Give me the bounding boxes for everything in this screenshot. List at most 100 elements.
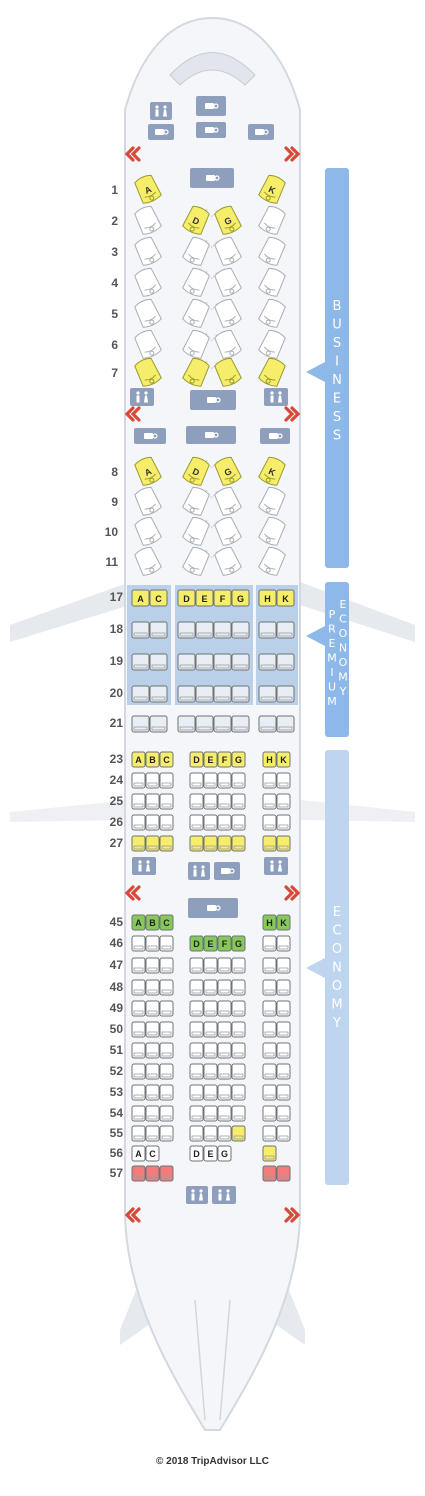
seat-52B[interactable] xyxy=(145,1063,160,1080)
seat-20A[interactable] xyxy=(131,685,150,703)
seat-24A[interactable] xyxy=(131,772,146,789)
seat-56H[interactable] xyxy=(262,1145,277,1162)
seat-6G[interactable] xyxy=(213,328,242,360)
seat-2A[interactable] xyxy=(133,204,162,236)
seat-51D[interactable] xyxy=(189,1042,204,1059)
seat-8A[interactable]: A xyxy=(133,455,162,487)
seat-24C[interactable] xyxy=(159,772,174,789)
seat-24F[interactable] xyxy=(217,772,232,789)
seat-57B[interactable] xyxy=(145,1165,160,1182)
seat-4G[interactable] xyxy=(213,266,242,298)
seat-25D[interactable] xyxy=(189,793,204,810)
seat-18E[interactable] xyxy=(195,621,214,639)
seat-19E[interactable] xyxy=(195,653,214,671)
seat-23E[interactable]: E xyxy=(203,751,218,768)
seat-23H[interactable]: H xyxy=(262,751,277,768)
seat-50E[interactable] xyxy=(203,1021,218,1038)
seat-48K[interactable] xyxy=(276,979,291,996)
seat-47C[interactable] xyxy=(159,957,174,974)
seat-55F[interactable] xyxy=(217,1125,232,1142)
seat-21D[interactable] xyxy=(177,715,196,733)
seat-49H[interactable] xyxy=(262,1000,277,1017)
seat-54H[interactable] xyxy=(262,1105,277,1122)
seat-25B[interactable] xyxy=(145,793,160,810)
seat-46K[interactable] xyxy=(276,935,291,952)
seat-8K[interactable]: K xyxy=(258,455,287,487)
seat-50K[interactable] xyxy=(276,1021,291,1038)
seat-46B[interactable] xyxy=(145,935,160,952)
seat-26B[interactable] xyxy=(145,814,160,831)
seat-52K[interactable] xyxy=(276,1063,291,1080)
seat-3A[interactable] xyxy=(133,235,162,267)
seat-18A[interactable] xyxy=(131,621,150,639)
seat-26A[interactable] xyxy=(131,814,146,831)
seat-45B[interactable]: B xyxy=(145,914,160,931)
seat-24G[interactable] xyxy=(231,772,246,789)
seat-17K[interactable]: K xyxy=(276,589,295,607)
seat-55H[interactable] xyxy=(262,1125,277,1142)
seat-4K[interactable] xyxy=(258,266,287,298)
seat-46C[interactable] xyxy=(159,935,174,952)
seat-3K[interactable] xyxy=(258,235,287,267)
seat-9G[interactable] xyxy=(213,485,242,517)
seat-24D[interactable] xyxy=(189,772,204,789)
seat-54G[interactable] xyxy=(231,1105,246,1122)
seat-26K[interactable] xyxy=(276,814,291,831)
seat-25G[interactable] xyxy=(231,793,246,810)
seat-25H[interactable] xyxy=(262,793,277,810)
seat-46E[interactable]: E xyxy=(203,935,218,952)
seat-49C[interactable] xyxy=(159,1000,174,1017)
seat-53A[interactable] xyxy=(131,1084,146,1101)
seat-56C[interactable]: C xyxy=(145,1145,160,1162)
seat-1A[interactable]: A xyxy=(133,173,162,205)
seat-51B[interactable] xyxy=(145,1042,160,1059)
seat-6A[interactable] xyxy=(133,328,162,360)
seat-8D[interactable]: D xyxy=(182,455,211,487)
seat-18F[interactable] xyxy=(213,621,232,639)
seat-47F[interactable] xyxy=(217,957,232,974)
seat-52H[interactable] xyxy=(262,1063,277,1080)
seat-48F[interactable] xyxy=(217,979,232,996)
seat-27K[interactable] xyxy=(276,835,291,852)
seat-49A[interactable] xyxy=(131,1000,146,1017)
seat-50D[interactable] xyxy=(189,1021,204,1038)
seat-7A[interactable] xyxy=(133,356,162,388)
seat-27C[interactable] xyxy=(159,835,174,852)
seat-57C[interactable] xyxy=(159,1165,174,1182)
seat-52A[interactable] xyxy=(131,1063,146,1080)
seat-19A[interactable] xyxy=(131,653,150,671)
seat-2K[interactable] xyxy=(258,204,287,236)
seat-53F[interactable] xyxy=(217,1084,232,1101)
seat-46H[interactable] xyxy=(262,935,277,952)
seat-53E[interactable] xyxy=(203,1084,218,1101)
seat-48C[interactable] xyxy=(159,979,174,996)
seat-20F[interactable] xyxy=(213,685,232,703)
seat-47B[interactable] xyxy=(145,957,160,974)
seat-52D[interactable] xyxy=(189,1063,204,1080)
seat-52E[interactable] xyxy=(203,1063,218,1080)
seat-48H[interactable] xyxy=(262,979,277,996)
seat-21F[interactable] xyxy=(213,715,232,733)
seat-52C[interactable] xyxy=(159,1063,174,1080)
seat-4A[interactable] xyxy=(133,266,162,298)
seat-21K[interactable] xyxy=(276,715,295,733)
seat-49B[interactable] xyxy=(145,1000,160,1017)
seat-50B[interactable] xyxy=(145,1021,160,1038)
seat-20D[interactable] xyxy=(177,685,196,703)
seat-17H[interactable]: H xyxy=(258,589,277,607)
seat-2G[interactable]: G xyxy=(213,204,242,236)
seat-6D[interactable] xyxy=(182,328,211,360)
seat-23G[interactable]: G xyxy=(231,751,246,768)
seat-50A[interactable] xyxy=(131,1021,146,1038)
seat-18D[interactable] xyxy=(177,621,196,639)
seat-51C[interactable] xyxy=(159,1042,174,1059)
seat-54K[interactable] xyxy=(276,1105,291,1122)
seat-10K[interactable] xyxy=(258,515,287,547)
seat-23A[interactable]: A xyxy=(131,751,146,768)
seat-17G[interactable]: G xyxy=(231,589,250,607)
seat-18G[interactable] xyxy=(231,621,250,639)
seat-9D[interactable] xyxy=(182,485,211,517)
seat-17E[interactable]: E xyxy=(195,589,214,607)
seat-26G[interactable] xyxy=(231,814,246,831)
seat-56A[interactable]: A xyxy=(131,1145,146,1162)
